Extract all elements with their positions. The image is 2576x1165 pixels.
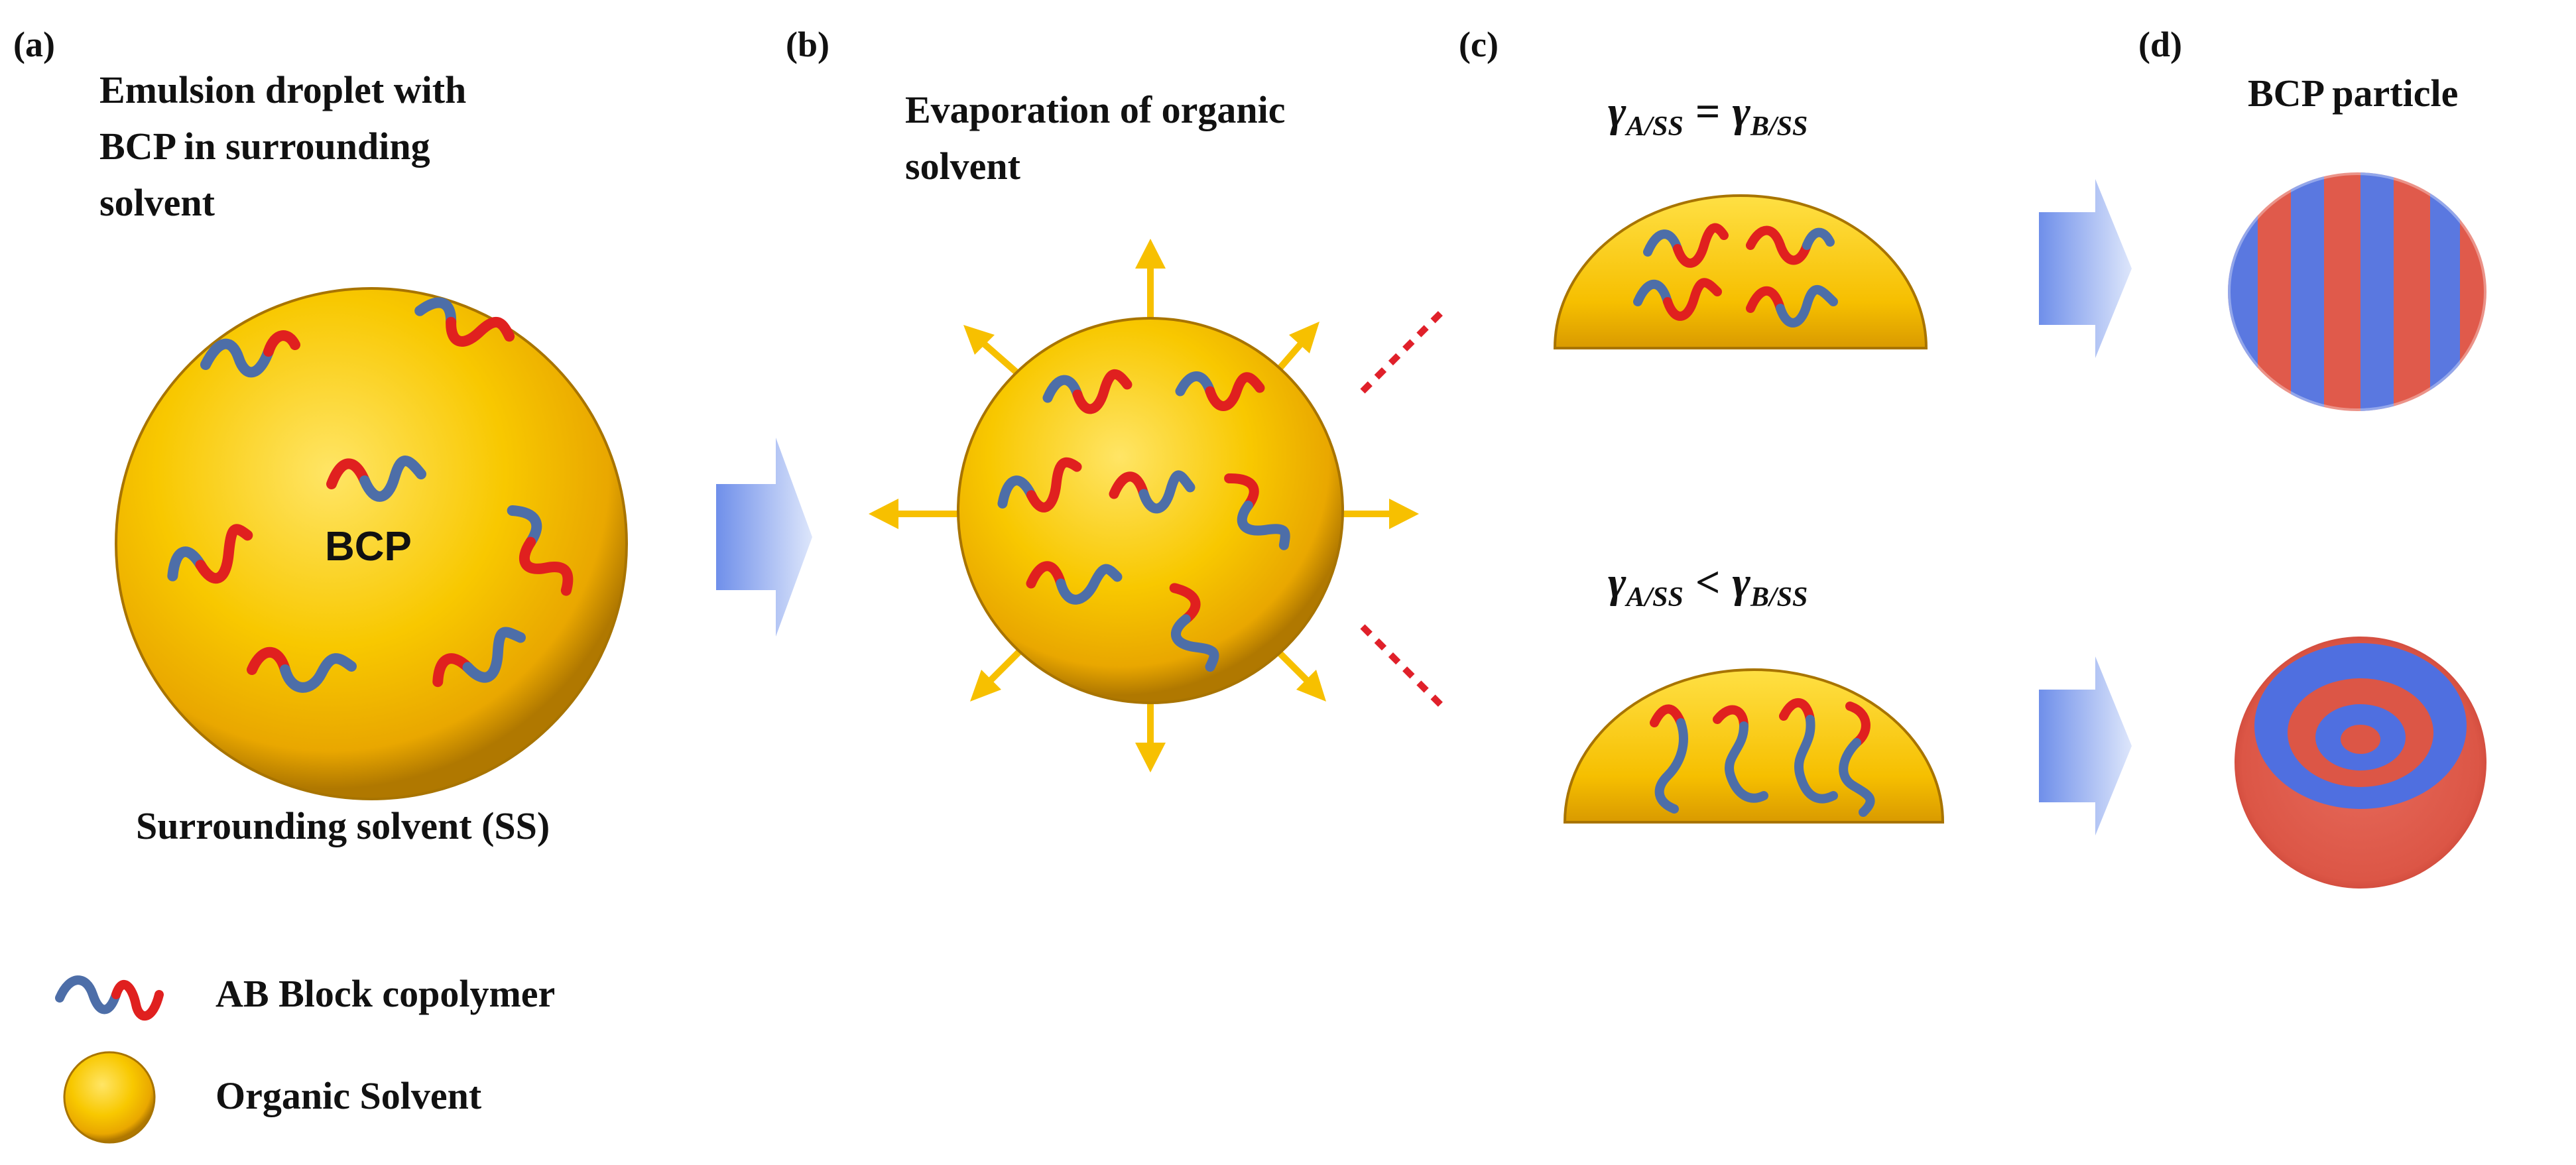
dashed-connector-bottom: [1360, 624, 1445, 709]
panel-d-title: BCP particle: [2248, 72, 2458, 115]
equation-equal-tension: γA/SS=γB/SS: [1608, 88, 1808, 142]
panel-a-title-line-3: solvent: [99, 181, 215, 224]
dome-neutral: [1553, 194, 1928, 349]
legend-copolymer-icon: [55, 975, 164, 1021]
legend-solvent-label: Organic Solvent: [215, 1074, 482, 1117]
panel-b-title-line-2: solvent: [905, 145, 1021, 188]
panel-b-title-line-1: Evaporation of organic: [905, 88, 1286, 131]
panel-label-a: (a): [13, 25, 55, 64]
process-arrow-c-to-d-top: [2039, 179, 2132, 358]
droplet-copolymers: [167, 297, 574, 693]
process-arrow-a-to-b: [716, 438, 812, 637]
panel-label-d: (d): [2138, 25, 2182, 64]
panel-a-caption: Surrounding solvent (SS): [136, 804, 550, 847]
striped-bcp-particle: [2225, 170, 2489, 414]
evaporating-copolymers: [997, 369, 1290, 672]
svg-text:γA/SS=γB/SS: γA/SS=γB/SS: [1608, 88, 1808, 142]
dashed-connector-top: [1360, 309, 1445, 394]
onion-bcp-particle: [2235, 637, 2486, 889]
dome-neutral-copolymers: [1633, 223, 1838, 328]
panel-a-title-line-1: Emulsion droplet with: [99, 68, 466, 111]
equation-unequal-tension: γA/SS<γB/SS: [1608, 558, 1808, 613]
panel-a-title-line-2: BCP in surrounding: [99, 125, 430, 168]
panel-label-b: (b): [786, 25, 829, 64]
dome-preferential-copolymers: [1650, 698, 1875, 817]
legend-solvent-icon: [63, 1051, 156, 1144]
legend-copolymer-label: AB Block copolymer: [215, 972, 555, 1015]
panel-label-c: (c): [1459, 25, 1499, 64]
svg-text:γA/SS<γB/SS: γA/SS<γB/SS: [1608, 558, 1808, 613]
bcp-center-label: BCP: [325, 524, 412, 570]
process-arrow-c-to-d-bottom: [2039, 656, 2132, 835]
